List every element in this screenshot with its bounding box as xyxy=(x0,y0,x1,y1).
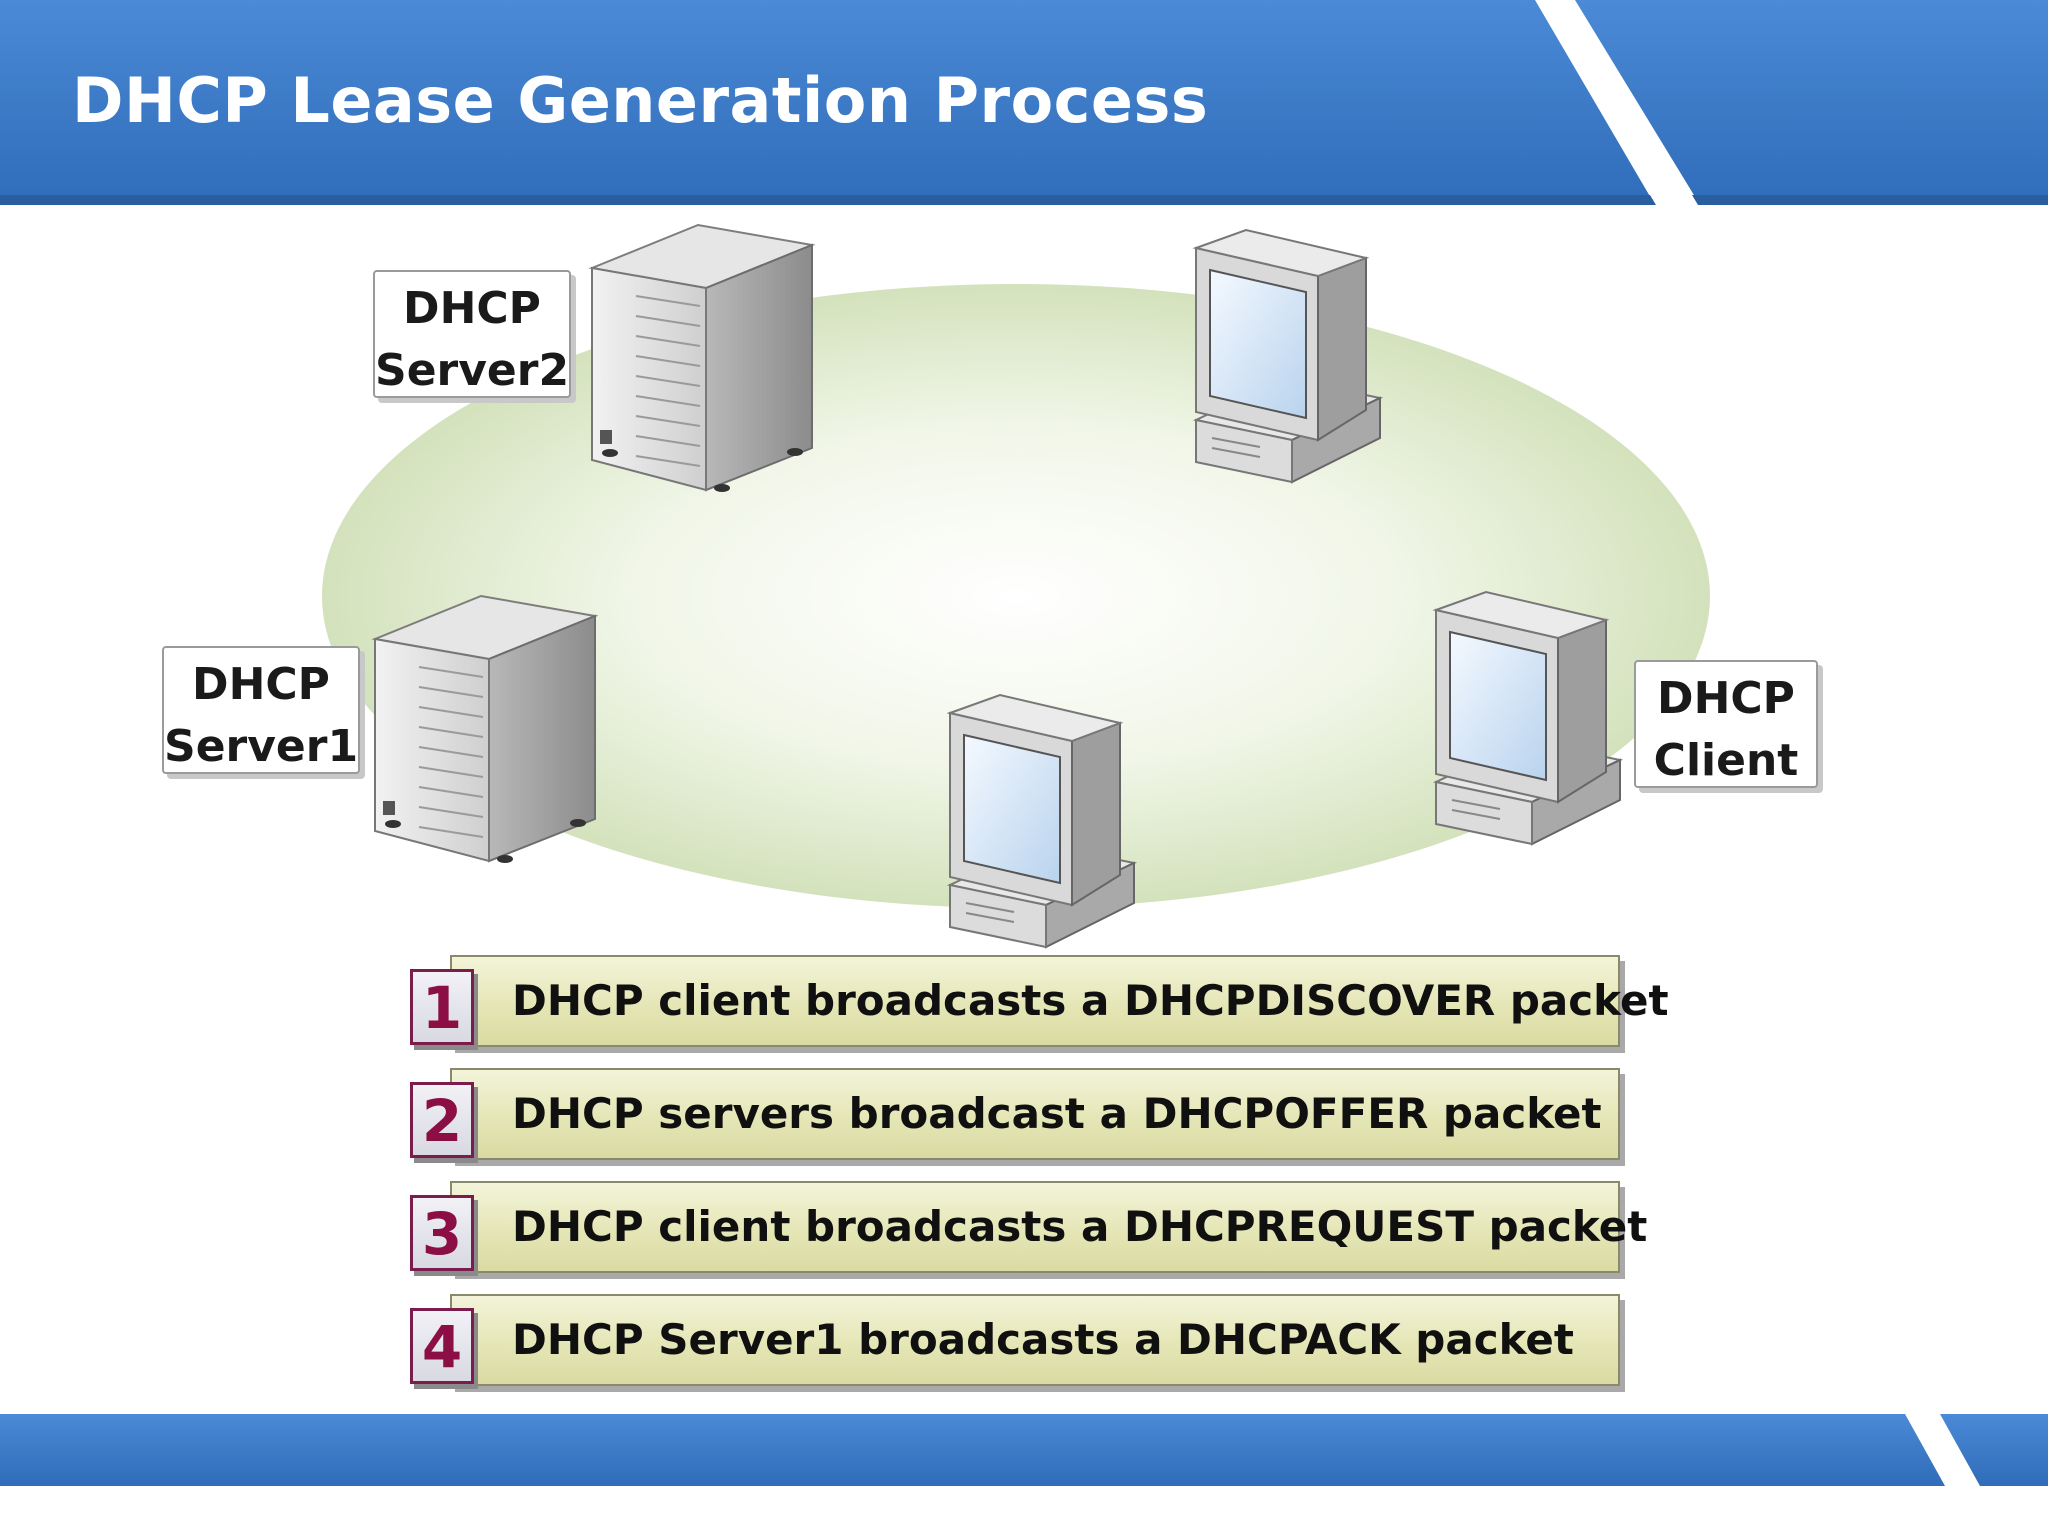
step-1: 1 DHCP client broadcasts a DHCPDISCOVER … xyxy=(410,955,1669,1047)
client-label: DHCP Client xyxy=(1634,660,1818,788)
server1-label: DHCP Server1 xyxy=(162,646,360,774)
step-3-number: 3 xyxy=(410,1195,474,1271)
server1-icon xyxy=(371,594,599,863)
server1-label-line2: Server1 xyxy=(164,721,359,772)
bottom-banner xyxy=(0,1414,2048,1486)
step-1-number: 1 xyxy=(410,969,474,1045)
step-4-text: DHCP Server1 broadcasts a DHCPACK packet xyxy=(512,1315,1574,1364)
server2-icon xyxy=(588,223,816,492)
step-2-text: DHCP servers broadcast a DHCPOFFER packe… xyxy=(512,1089,1602,1138)
server2-label-line1: DHCP xyxy=(403,283,541,334)
computer-icon-bottom xyxy=(946,693,1138,949)
step-2: 2 DHCP servers broadcast a DHCPOFFER pac… xyxy=(410,1068,1620,1160)
step-2-bar xyxy=(450,1068,1620,1160)
slide-title: DHCP Lease Generation Process xyxy=(72,64,1209,137)
server1-label-line1: DHCP xyxy=(192,659,330,710)
step-1-bar xyxy=(450,955,1620,1047)
step-4-number: 4 xyxy=(410,1308,474,1384)
step-1-text: DHCP client broadcasts a DHCPDISCOVER pa… xyxy=(512,976,1669,1025)
step-3-bar xyxy=(450,1181,1620,1273)
client-computer-icon xyxy=(1432,590,1624,846)
step-4: 4 DHCP Server1 broadcasts a DHCPACK pack… xyxy=(410,1294,1620,1386)
computer-icon-top xyxy=(1192,228,1384,484)
client-label-line2: Client xyxy=(1653,735,1799,786)
step-3: 3 DHCP client broadcasts a DHCPREQUEST p… xyxy=(410,1181,1647,1273)
client-label-line1: DHCP xyxy=(1657,673,1795,724)
server2-label-line2: Server2 xyxy=(375,345,570,396)
step-3-text: DHCP client broadcasts a DHCPREQUEST pac… xyxy=(512,1202,1648,1251)
step-4-bar xyxy=(450,1294,1620,1386)
server2-label: DHCP Server2 xyxy=(373,270,571,398)
top-banner xyxy=(0,0,2048,205)
step-2-number: 2 xyxy=(410,1082,474,1158)
